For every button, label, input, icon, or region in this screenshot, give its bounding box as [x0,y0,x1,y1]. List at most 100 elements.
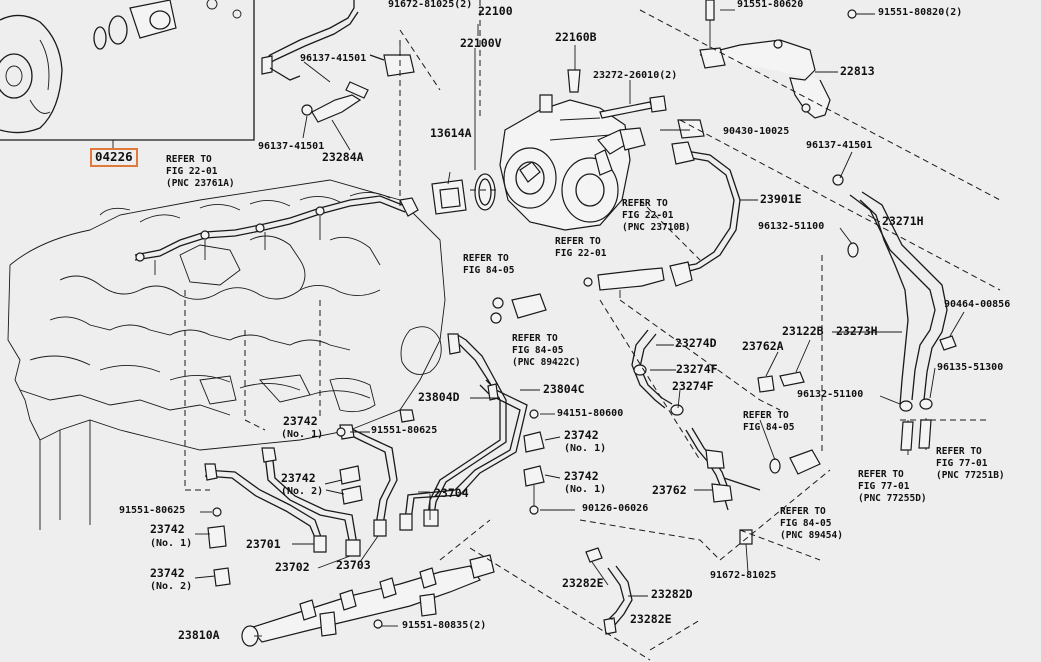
label-22160B[interactable]: 22160B [555,30,597,44]
label-23742-b[interactable]: 23742 [281,471,316,485]
fuel-line-23762-drawing [685,427,821,545]
label-90464-00856[interactable]: 90464-00856 [944,299,1011,310]
refer-line: FIG 77-01 [936,458,988,469]
label-23742-a[interactable]: 23742 [283,414,318,428]
refer-line: REFER TO [858,469,904,480]
label-04226-highlighted[interactable]: 04226 [90,148,138,167]
label-91672-top: 91672-81025(2) [388,0,473,10]
injector-return-pipe [134,195,419,275]
supply-pump-drawing [499,69,646,231]
injection-pipes-drawing [204,333,528,557]
bolt-drawing [599,95,667,119]
refer-line: (PNC 77251B) [936,470,1005,481]
refer-line: REFER TO [743,410,789,421]
label-23810A[interactable]: 23810A [178,628,220,642]
inset-pump-drawing [0,0,242,134]
refer-to-block-4[interactable]: REFER TO FIG 84-05 [463,253,514,277]
label-91551-top[interactable]: 91551-80620 [737,0,804,10]
label-23703[interactable]: 23703 [336,558,371,572]
label-23274D[interactable]: 23274D [675,336,717,350]
label-23742-c-sub: (No. 1) [564,443,607,454]
refer-line: FIG 84-05 [780,518,832,529]
refer-line: FIG 22-01 [622,210,674,221]
inset-frame [0,0,255,150]
label-23274F-1[interactable]: 23274F [676,362,718,376]
label-23272[interactable]: 23272-26010(2) [593,70,678,81]
label-23742-d[interactable]: 23742 [564,469,599,483]
label-23804C[interactable]: 23804C [543,382,585,396]
common-rail-drawing [241,554,495,647]
label-90126-06026[interactable]: 90126-06026 [582,503,649,514]
refer-to-block-9[interactable]: REFER TO FIG 77-01 (PNC 77251B) [936,446,1005,482]
label-96135-51300[interactable]: 96135-51300 [937,362,1004,373]
refer-line: (PNC 77255D) [858,493,927,504]
label-22100V[interactable]: 22100V [460,36,502,50]
label-23284A[interactable]: 23284A [322,150,364,164]
label-23742-b-sub: (No. 2) [281,486,324,497]
dashed-reference-lines [184,0,1001,661]
refer-line: REFER TO [555,236,601,247]
refer-line: FIG 22-01 [166,166,218,177]
label-23742-c[interactable]: 23742 [564,428,599,442]
label-23742-a-sub: (No. 1) [281,429,324,440]
refer-to-block-1[interactable]: REFER TO FIG 22-01 (PNC 23761A) [166,154,235,190]
refer-to-block-8[interactable]: REFER TO FIG 77-01 (PNC 77255D) [858,469,927,505]
refer-line: (PNC 89422C) [512,357,581,368]
label-22813[interactable]: 22813 [840,64,875,78]
label-96137-41501-c[interactable]: 96137-41501 [806,140,873,151]
clamps-drawing [207,409,545,587]
label-23701[interactable]: 23701 [246,537,281,551]
label-91551-80835[interactable]: 91551-80835(2) [402,620,487,631]
label-23742-f-sub: (No. 2) [150,581,193,592]
label-23804D[interactable]: 23804D [418,390,460,404]
refer-line: (PNC 23761A) [166,178,235,189]
refer-line: FIG 84-05 [743,422,795,433]
label-96132-51100-b[interactable]: 96132-51100 [797,389,864,400]
refer-line: FIG 84-05 [512,345,564,356]
label-94151-80600[interactable]: 94151-80600 [557,408,624,419]
refer-to-block-3[interactable]: REFER TO FIG 22-01 [555,236,606,260]
label-23122B[interactable]: 23122B [782,324,824,338]
label-23271H[interactable]: 23271H [882,214,924,228]
label-96137-41501-b[interactable]: 96137-41501 [258,141,325,152]
label-23762[interactable]: 23762 [652,483,687,497]
label-23273H[interactable]: 23273H [836,324,878,338]
label-91551-80625-a[interactable]: 91551-80625 [371,425,438,436]
refer-line: REFER TO [780,506,826,517]
label-96137-41501-a[interactable]: 96137-41501 [300,53,367,64]
label-23704[interactable]: 23704 [434,486,469,500]
label-23702[interactable]: 23702 [275,560,310,574]
label-23742-f[interactable]: 23742 [150,566,185,580]
refer-to-block-2[interactable]: REFER TO FIG 22-01 (PNC 23710B) [622,198,691,234]
refer-to-block-6[interactable]: REFER TO FIG 84-05 [743,410,794,434]
engine-block-drawing [7,179,446,530]
label-96132-51100-a[interactable]: 96132-51100 [758,221,825,232]
fitting-drawing [757,371,805,393]
label-23742-e-sub: (No. 1) [150,538,193,549]
label-23901E[interactable]: 23901E [760,192,802,206]
label-91551-80820[interactable]: 91551-80820(2) [878,7,963,18]
refer-line: REFER TO [622,198,668,209]
label-23742-d-sub: (No. 1) [564,484,607,495]
label-23282D[interactable]: 23282D [651,587,693,601]
label-13614A[interactable]: 13614A [430,126,472,140]
label-23274F-2[interactable]: 23274F [672,379,714,393]
refer-line: REFER TO [166,154,212,165]
bracket-drawing [699,0,857,119]
label-23282E-1[interactable]: 23282E [562,576,604,590]
label-23742-e[interactable]: 23742 [150,522,185,536]
small-hose-drawing [631,329,684,416]
water-hose-drawing [832,174,957,455]
label-22100[interactable]: 22100 [478,4,513,18]
refer-line: (PNC 89454) [780,530,843,541]
refer-to-block-5[interactable]: REFER TO FIG 84-05 (PNC 89422C) [512,333,581,369]
label-91672-81025[interactable]: 91672-81025 [710,570,777,581]
refer-to-block-7[interactable]: REFER TO FIG 84-05 (PNC 89454) [780,506,843,542]
label-23282E-2[interactable]: 23282E [630,612,672,626]
label-91551-80625-b[interactable]: 91551-80625 [119,505,186,516]
refer-line: FIG 77-01 [858,481,910,492]
label-90430-10025[interactable]: 90430-10025 [723,126,790,137]
label-23762A[interactable]: 23762A [742,339,784,353]
